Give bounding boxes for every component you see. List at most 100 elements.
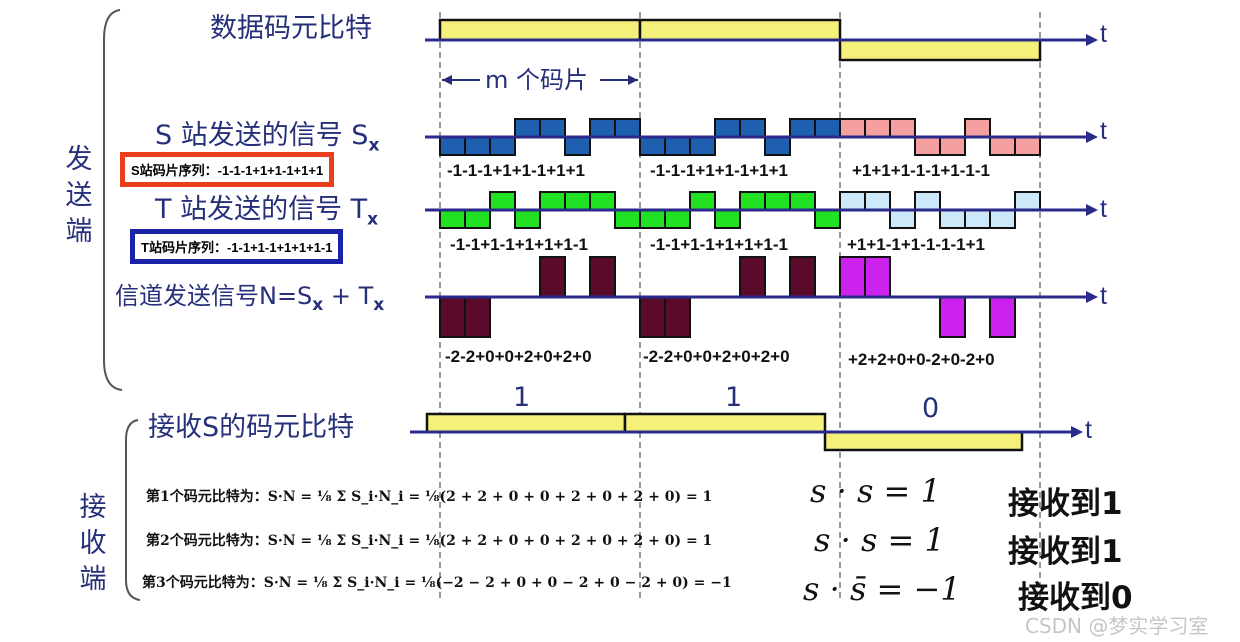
t-chip-0-2 [489, 191, 516, 211]
formula-1-prefix: 第1个码元比特为： [146, 489, 268, 505]
s-code-1: -1-1-1+1+1-1+1+1 [447, 161, 585, 180]
t-sequence-box: T站码片序列：-1-1+1-1+1+1+1-1 [130, 229, 344, 264]
t-chip-0-4 [539, 191, 566, 211]
t-chip-2-3 [914, 191, 941, 211]
t-chip-0-6 [589, 191, 616, 211]
received-bit-3: 0 [922, 393, 940, 424]
sender-brace [103, 9, 123, 391]
s-chip-2-2 [889, 118, 916, 138]
n-chip-0-1 [464, 296, 491, 338]
formula-2-expr: S·N = ⅛ Σ S_i·N_i = ⅛(2 + 2 + 0 + 0 + 2 … [267, 533, 713, 549]
formula-3: 第3个码元比特为：S·N = ⅛ Σ S_i·N_i = ⅛(−2 − 2 + … [142, 572, 732, 592]
t-chip-0-7 [614, 209, 641, 229]
s-chip-0-5 [564, 136, 591, 156]
s-sequence-box: S站码片序列：-1-1-1+1+1-1+1+1 [120, 152, 335, 187]
formula-3-prefix: 第3个码元比特为： [142, 575, 264, 591]
n-code-3: +2+2+0+0-2+0-2+0 [848, 350, 995, 369]
t-chip-2-1 [864, 191, 891, 211]
n-chip-1-4 [739, 256, 766, 298]
time-label-data: t [1100, 20, 1107, 48]
n-chip-2-0 [839, 256, 866, 298]
formula-1: 第1个码元比特为：S·N = ⅛ Σ S_i·N_i = ⅛(2 + 2 + 0… [146, 486, 712, 506]
n-chip-1-1 [664, 296, 691, 338]
t-chip-1-5 [764, 191, 791, 211]
s-chip-2-6 [989, 136, 1016, 156]
s-chip-2-3 [914, 136, 941, 156]
time-label-t: t [1100, 195, 1107, 223]
n-signal-label: 信道发送信号N=Sx + Tx [115, 276, 384, 315]
chip-span-label: m 个码片 [485, 66, 589, 94]
s-chip-0-3 [514, 118, 541, 138]
received-axis-arrow-icon [1071, 426, 1083, 438]
s-chip-2-0 [839, 118, 866, 138]
received-bit-bar-2 [823, 430, 1024, 452]
t-chip-0-5 [564, 191, 591, 211]
watermark: CSDN @梦实学习室 [1025, 614, 1209, 638]
s-code-2: -1-1-1+1+1-1+1+1 [650, 161, 788, 180]
t-chip-1-2 [689, 191, 716, 211]
s-chip-2-1 [864, 118, 891, 138]
t-chip-1-7 [814, 209, 841, 229]
n-chip-1-6 [789, 256, 816, 298]
t-chip-2-0 [839, 191, 866, 211]
received-result-1: 接收到1 [1008, 486, 1123, 522]
t-chip-2-4 [939, 209, 966, 229]
data-axis-arrow-icon [1086, 34, 1098, 46]
chip-span-arrowhead-right [628, 75, 638, 85]
s-chip-0-0 [439, 136, 466, 156]
t-code-1: -1-1+1-1+1+1+1-1 [450, 235, 588, 254]
s-code-3: +1+1+1-1-1+1-1-1 [852, 161, 990, 180]
sender-side-label: 发送端 [65, 144, 93, 247]
n-chip-0-0 [439, 296, 466, 338]
received-result-2: 接收到1 [1008, 534, 1123, 570]
s-chip-1-1 [664, 136, 691, 156]
s-signal-subscript: x [368, 135, 380, 156]
received-result-3: 接收到0 [1018, 580, 1133, 616]
t-signal-subscript: x [367, 209, 379, 230]
t-chip-0-1 [464, 209, 491, 229]
short-result-2: s · s = 1 [814, 521, 945, 559]
received-bit-1: 1 [513, 382, 531, 413]
s-chip-2-5 [964, 118, 991, 138]
t-axis-arrow-icon [1086, 204, 1098, 216]
n-axis-arrow-icon [1086, 291, 1098, 303]
time-label-n: t [1100, 282, 1107, 310]
time-label-s: t [1100, 117, 1107, 145]
received-bit-bar-1 [623, 412, 827, 434]
t-code-2: -1-1+1-1+1+1+1-1 [650, 235, 788, 254]
formula-1-expr: S·N = ⅛ Σ S_i·N_i = ⅛(2 + 2 + 0 + 0 + 2 … [267, 489, 713, 505]
s-chip-1-4 [739, 118, 766, 138]
t-chip-1-3 [714, 209, 741, 229]
n-signal-sub1: x [312, 294, 324, 315]
received-bit-2: 1 [725, 382, 743, 413]
receiver-brace [125, 419, 141, 601]
n-signal-text: 信道发送信号N=S [115, 282, 313, 310]
s-signal-text: S 站发送的信号 S [155, 120, 369, 151]
data-bit-bar-1 [638, 18, 842, 42]
s-chip-1-7 [814, 118, 841, 138]
data-bit-bar-2 [838, 38, 1042, 62]
t-signal-text: T 站发送的信号 T [155, 194, 368, 225]
t-chip-1-6 [789, 191, 816, 211]
received-bits-label: 接收S的码元比特 [148, 412, 355, 443]
formula-2-prefix: 第2个码元比特为： [146, 533, 268, 549]
s-chip-1-0 [639, 136, 666, 156]
s-chip-0-6 [589, 118, 616, 138]
n-chip-0-6 [589, 256, 616, 298]
t-chip-2-6 [989, 209, 1016, 229]
t-chip-2-5 [964, 209, 991, 229]
n-chip-2-6 [989, 296, 1016, 338]
data-bits-label: 数据码元比特 [210, 13, 372, 44]
s-chip-1-5 [764, 136, 791, 156]
t-sequence-value: -1-1+1-1+1+1+1-1 [226, 240, 333, 255]
t-chip-1-4 [739, 191, 766, 211]
s-axis-arrow-icon [1086, 131, 1098, 143]
formula-3-expr: S·N = ⅛ Σ S_i·N_i = ⅛(−2 − 2 + 0 + 0 − 2… [263, 575, 732, 591]
s-chip-2-7 [1014, 136, 1041, 156]
formula-2: 第2个码元比特为：S·N = ⅛ Σ S_i·N_i = ⅛(2 + 2 + 0… [146, 530, 712, 550]
n-signal-plus: + T [323, 282, 374, 310]
s-signal-label: S 站发送的信号 Sx [155, 113, 379, 155]
n-chip-2-4 [939, 296, 966, 338]
